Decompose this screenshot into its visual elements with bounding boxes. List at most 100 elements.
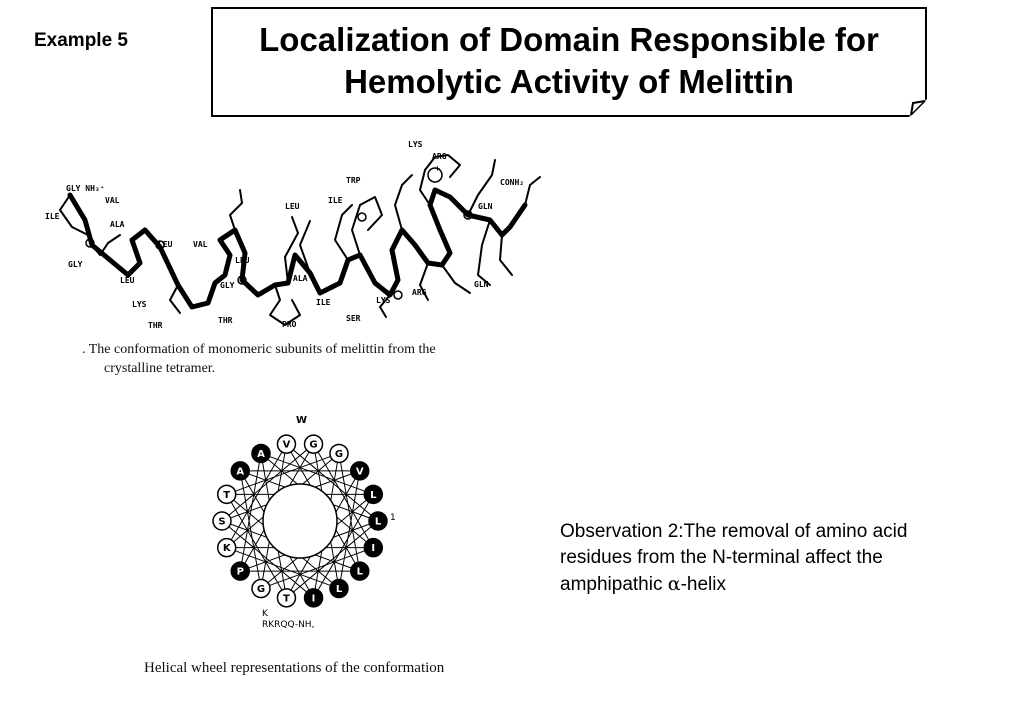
wheel-residue-letter: L: [357, 567, 364, 578]
wheel-residue-letter: I: [312, 593, 316, 604]
wheel-residue-circle: [303, 434, 324, 454]
label-trp: TRP: [346, 176, 361, 185]
wheel-bottom-label-1: K: [262, 609, 269, 619]
wheel-connector-line: [226, 547, 340, 590]
wheel-residue-circle: [303, 588, 324, 608]
conformation-caption-line-2: crystalline tetramer.: [104, 361, 216, 376]
wheel-residue-circle: [276, 434, 297, 454]
label-val-2: VAL: [193, 240, 208, 249]
observation-line-3-post: -helix: [680, 574, 726, 595]
label-ala-1: ALA: [110, 220, 125, 229]
label-lys-2: LYS: [376, 296, 391, 305]
folded-corner-icon: [909, 99, 927, 117]
wheel-residue-letter: K: [223, 543, 232, 554]
wheel-connector-line: [286, 520, 379, 599]
wheel-residue-circle: [363, 537, 384, 558]
title-line-1: Localization of Domain Responsible for: [259, 21, 879, 58]
label-val-1: VAL: [105, 196, 120, 205]
wheel-inner-circle: [262, 483, 338, 559]
observation-line-1: Observation 2:The removal of amino acid: [560, 521, 908, 542]
title-line-2: Hemolytic Activity of Melittin: [344, 63, 794, 100]
wheel-connector-line: [226, 443, 287, 548]
wheel-connector-line: [338, 470, 361, 589]
wheel-residue-circle: [251, 443, 271, 464]
wheel-residue-circle: [329, 443, 349, 464]
wheel-residue-circle: [216, 484, 237, 505]
wheel-residue-letter: T: [283, 593, 290, 604]
wheel-residue-letter: A: [257, 449, 265, 460]
wheel-connector-line: [239, 470, 262, 589]
wheel-residue-letter: T: [223, 490, 230, 501]
label-lys-3: LYS: [408, 140, 423, 149]
label-ile-2: ILE: [316, 298, 331, 307]
wheel-connector-line: [338, 453, 361, 572]
wheel-residue-letter: P: [237, 567, 244, 578]
wheel-residue-circle: [329, 578, 349, 599]
label-thr-2: THR: [218, 316, 233, 325]
label-gly-nh3: GLY NH₃⁺: [66, 184, 105, 193]
wheel-connector-line: [286, 443, 379, 522]
wheel-residue-letter: G: [257, 584, 265, 595]
label-pro: PRO: [282, 320, 297, 329]
title-box: Localization of Domain Responsible for H…: [211, 7, 927, 117]
wheel-residue-letter: V: [283, 440, 291, 451]
label-arg-2: ARG: [412, 288, 427, 297]
wheel-top-label: W: [296, 415, 307, 426]
wheel-residue-circle: [368, 511, 388, 531]
wheel-residue-circle: [251, 578, 271, 599]
wheel-residue-letter: G: [335, 449, 343, 460]
wheel-residue-circle: [230, 561, 250, 581]
label-plus: +: [435, 164, 440, 173]
wheel-connector-line: [221, 520, 314, 599]
alpha-symbol: α: [667, 573, 681, 595]
wheel-residue-letter: L: [375, 517, 382, 528]
wheel-residue-circle: [350, 561, 370, 581]
wheel-residue-circle: [350, 461, 370, 481]
wheel-residue-letter: A: [236, 466, 244, 477]
label-conh2: CONH₂: [500, 178, 524, 187]
wheel-connector-line: [221, 443, 314, 522]
wheel-connector-line: [226, 494, 287, 599]
label-thr-1: THR: [148, 321, 163, 330]
wheel-residue-letter: L: [336, 584, 343, 595]
backbone-chain: [67, 187, 528, 310]
label-ala-2: ALA: [293, 274, 308, 283]
label-gly-1: GLY: [68, 260, 83, 269]
wheel-right-label: 1: [390, 513, 396, 523]
wheel-bottom-label-2: RKRQQ-NH,: [262, 620, 314, 630]
observation-text: Observation 2:The removal of amino acid …: [560, 519, 1010, 598]
wheel-residue-letter: G: [309, 440, 317, 451]
wheel-connector-line: [239, 453, 262, 572]
label-leu-3: LEU: [235, 256, 250, 265]
label-arg-1: ARG: [432, 152, 447, 161]
wheel-residue-letter: L: [370, 490, 377, 501]
label-gly-2: GLY: [220, 281, 235, 290]
label-leu-4: LEU: [285, 202, 300, 211]
label-gln-2: GLN: [474, 280, 489, 289]
wheel-connector-line: [226, 452, 340, 495]
observation-line-2: residues from the N-terminal affect the: [560, 547, 883, 568]
helical-wheel-caption: Helical wheel representations of the con…: [144, 660, 445, 676]
label-gln-1: GLN: [478, 202, 493, 211]
conformation-caption: . The conformation of monomeric subunits…: [82, 340, 436, 378]
wheel-residue-circle: [276, 588, 297, 608]
melittin-conformation-figure: GLY NH₃⁺ ILE VAL ALA GLY LEU LYS THR LEU…: [45, 140, 541, 330]
wheel-connector-line: [260, 547, 374, 590]
label-lys-1: LYS: [132, 300, 147, 309]
label-ile-3: ILE: [328, 196, 343, 205]
slide-title: Localization of Domain Responsible for H…: [213, 19, 925, 103]
label-leu-1: LEU: [120, 276, 135, 285]
label-ser: SER: [346, 314, 361, 323]
wheel-residue-letter: I: [371, 543, 375, 554]
observation-line-3-pre: amphipathic: [560, 574, 668, 595]
wheel-connector-line: [260, 452, 374, 495]
wheel-residue-circle: [216, 537, 237, 558]
label-leu-2: LEU: [158, 240, 173, 249]
wheel-residue-circle: [230, 461, 250, 481]
wheel-residue-circle: [363, 484, 384, 505]
wheel-connector-line: [313, 494, 374, 599]
example-label: Example 5: [34, 30, 128, 51]
wheel-connector-line: [313, 443, 374, 548]
